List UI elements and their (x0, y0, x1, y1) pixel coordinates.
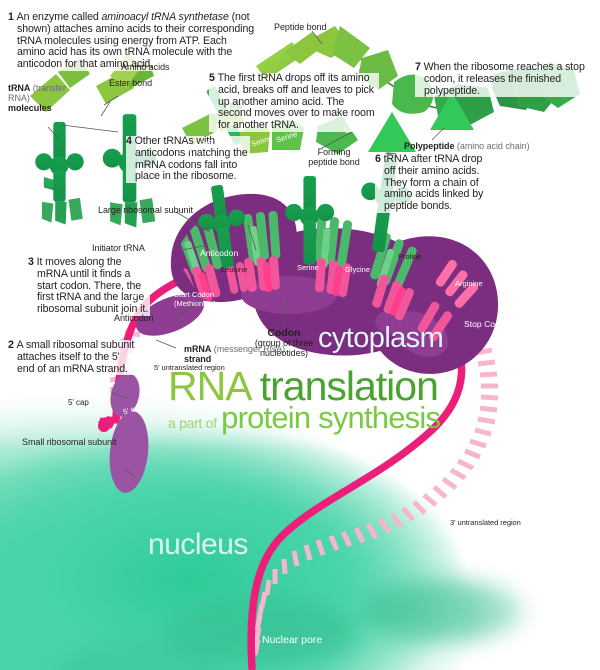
amino-label-leucine: Leucine (221, 265, 248, 274)
label-anticodon-on-ribosome: Anticodon (200, 248, 239, 258)
label-start-codon-l1: Start Codon (174, 290, 215, 299)
amino-label-glycine: Glycine (345, 265, 371, 274)
label-3utr: 3' untranslated region (450, 518, 521, 527)
amino-label-arginine: Arginine (455, 279, 483, 288)
step-6-text: tRNA after tRNA drop off their amino aci… (383, 153, 484, 213)
small-ribosomal-subunit (109, 411, 149, 493)
amino-label-proline: Proline (398, 252, 422, 261)
step-5-text: The first tRNA drops off its amino acid,… (217, 72, 375, 132)
nuclear-pore-label: Nuclear pore (262, 634, 323, 646)
step-6-number: 6 (375, 153, 381, 165)
mrna-5cap (98, 416, 116, 432)
title-protein-synthesis: protein synthesis (221, 400, 441, 435)
label-start-codon: Start Codon (Methionine) (174, 290, 216, 308)
step-3-text: It moves along the mRNA until it finds a… (36, 256, 149, 316)
step-2-number: 2 (8, 339, 14, 351)
ribosome-interior (177, 210, 453, 342)
label-small-ribosomal-subunit: Small ribosomal subunit (22, 437, 117, 447)
label-codon: Codon (group of three nucleotides) (248, 328, 320, 358)
step-2-text: A small ribosomal subunit attaches itsel… (16, 339, 135, 375)
label-mrna-bold: mRNA (184, 344, 212, 354)
step-2: 2 A small ribosomal subunit attaches its… (8, 339, 138, 376)
label-trna-grey: (transfer RNA) (8, 83, 66, 103)
trna-molecule (285, 176, 335, 265)
callout-leader-lines (47, 30, 445, 479)
step-3-number: 3 (28, 256, 34, 268)
title-rna: RNA (168, 363, 250, 409)
label-start-codon-l2: (Methionine) (174, 298, 216, 308)
label-polypeptide-bold: Polypeptide (404, 141, 455, 151)
step-7-number: 7 (415, 61, 421, 73)
cytoplasm-label: cytoplasm (318, 322, 444, 354)
label-amino-acids: Amino acids (121, 62, 170, 72)
step-4-text: Other tRNAs with anticodons matching the… (134, 135, 248, 183)
step-7: 7 When the ribosome reaches a stop codon… (415, 61, 587, 98)
label-ester-bond: Ester bond (109, 78, 153, 88)
label-mrna-bold2: strand (184, 354, 212, 364)
step-4-number: 4 (126, 135, 132, 147)
label-stop-codon: Stop Codon (464, 319, 510, 329)
nucleus-label: nucleus (148, 528, 248, 561)
label-codon-grey: (group of three nucleotides) (254, 338, 314, 358)
label-5cap: 5' cap (68, 398, 89, 407)
step-5-number: 5 (209, 72, 215, 84)
step-3: 3 It moves along the mRNA until it finds… (28, 256, 150, 316)
label-forming-peptide-bond: Forming peptide bond (308, 147, 360, 167)
trna-molecule (35, 121, 84, 225)
label-polypeptide-grey: (amino acid chain) (454, 141, 530, 151)
label-large-ribosomal-subunit: Large ribosomal subunit (98, 205, 193, 215)
mrna-free-teeth (225, 259, 479, 308)
title-apartof: a part of (168, 415, 217, 431)
step-1: 1 An enzyme called aminoacyl tRNA synthe… (8, 11, 256, 71)
label-peptide-bond: Peptide bond (274, 22, 327, 32)
nucleus-fade-top (0, 380, 600, 450)
trna-molecule (198, 184, 245, 268)
amino-label-serine: Serine (297, 263, 319, 272)
label-5utr: 5' untranslated region (154, 363, 225, 372)
label-initiator-trna: Initiator tRNA (92, 243, 145, 253)
step-6: 6 tRNA after tRNA drop off their amino a… (375, 153, 485, 213)
label-mrna-strand: mRNA (messenger RNA) strand (184, 344, 285, 364)
page-title: RNA translation a part of protein synthe… (168, 365, 528, 439)
step-5: 5 The first tRNA drops off its amino aci… (209, 72, 379, 132)
label-anticodon-callout: Anticodon (114, 313, 154, 323)
label-trna-bold2: molecules (8, 103, 52, 113)
label-trna-molecules: tRNA (transfer RNA) molecules (8, 83, 88, 113)
label-trna-bold: tRNA (8, 83, 31, 93)
step-7-text: When the ribosome reaches a stop codon, … (423, 61, 585, 97)
label-mrna-grey: (messenger RNA) (211, 344, 286, 354)
label-polypeptide: Polypeptide (amino acid chain) (404, 141, 530, 151)
title-translation: translation (259, 363, 439, 409)
label-codon-bold: Codon (267, 327, 301, 339)
step-4: 4 Other tRNAs with anticodons matching t… (126, 135, 250, 184)
